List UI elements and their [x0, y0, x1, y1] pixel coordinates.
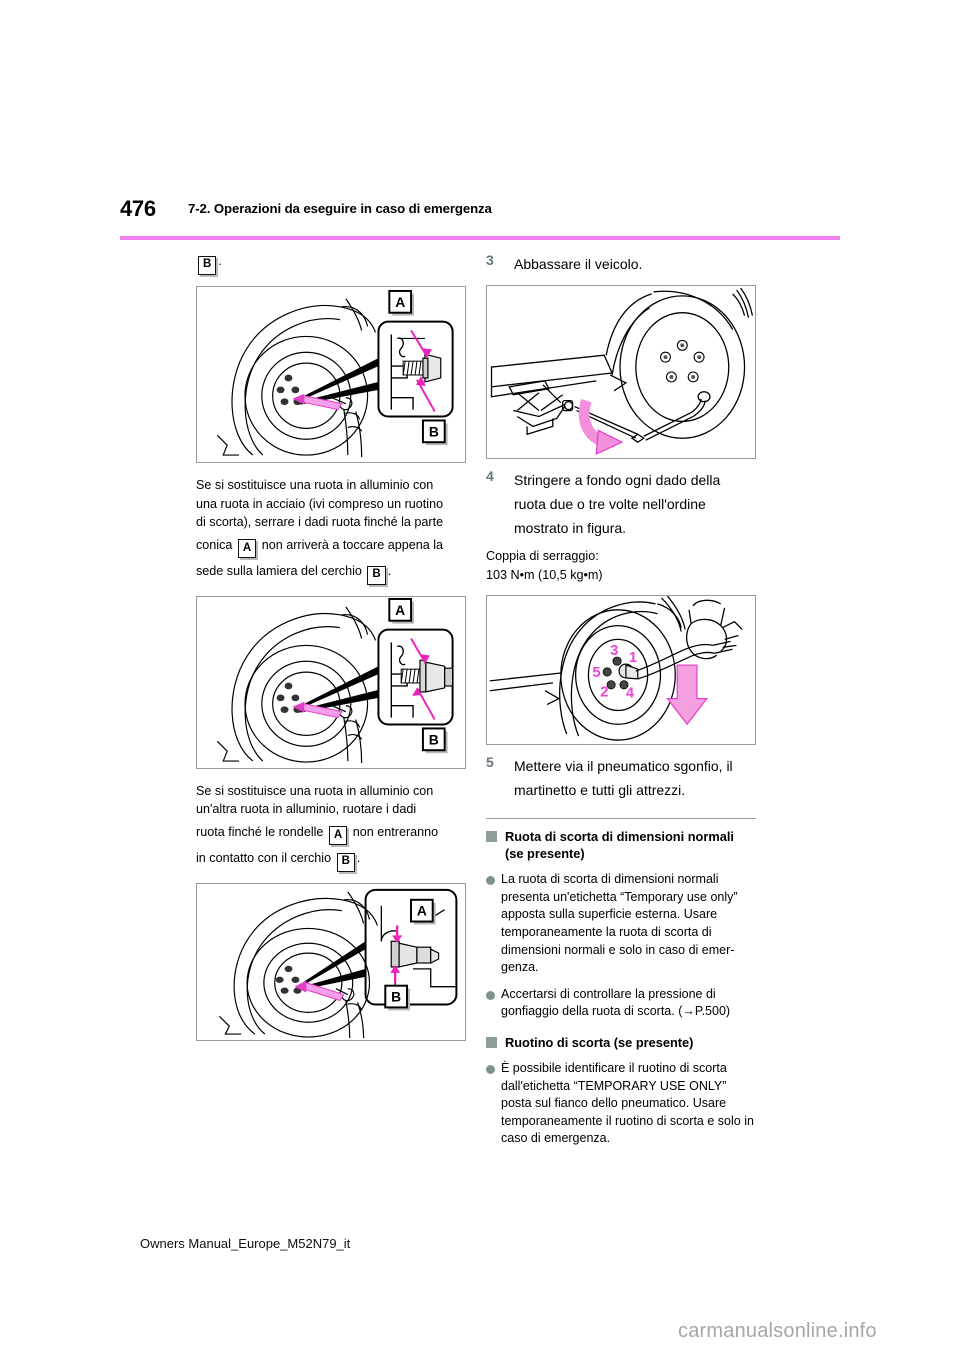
watermark: carmanualsonline.info	[678, 1320, 877, 1342]
note1-line4: conica A non arriverà a toccare appena l…	[196, 532, 466, 559]
section-heading: Ruota di scorta di dimensioni normali (s…	[486, 828, 756, 862]
section-title: 7-2. Operazioni da eseguire in caso di e…	[188, 201, 492, 216]
note1-line4-pre: conica	[196, 537, 233, 552]
lead-marker-suffix: .	[218, 254, 222, 268]
note1-line3: di scorta), serrare i dadi ruota finché …	[196, 515, 444, 530]
order-number-2: 2	[600, 685, 608, 701]
torque-spec: Coppia di serraggio: 103 N•m (10,5 kg•m)	[486, 547, 756, 584]
list-item: La ruota di scorta di dimensioni normali…	[486, 871, 756, 977]
header-divider	[120, 236, 840, 240]
note1-line1: Se si sostituisce una ruota in alluminio…	[196, 478, 434, 492]
note2-line3-pre: ruota finché le rondelle	[196, 824, 324, 839]
figure-lowering-jack	[486, 285, 756, 459]
order-number-5: 5	[592, 665, 600, 681]
order-number-4: 4	[626, 686, 635, 702]
figure-steel-wheel-nut: A B	[196, 286, 466, 463]
figure2-callout-b: B	[429, 731, 439, 747]
order-number-3: 3	[610, 643, 618, 659]
figure-alloy-wheel-nut: A B	[196, 595, 466, 769]
step-5-line1: Mettere via il pneumatico sgonfio, il	[514, 758, 733, 775]
figure2-callout-a: A	[395, 602, 405, 618]
step-4-number: 4	[486, 468, 494, 484]
order-number-1: 1	[629, 650, 637, 666]
step-5-line2: martinetto e tutti gli attrezzi.	[514, 782, 686, 799]
note1-line2: una ruota in acciaio (ivi compreso un ru…	[196, 496, 444, 511]
marker-b: B	[336, 852, 355, 872]
step-3: 3 Abbassare il veicolo.	[486, 252, 756, 276]
note1-line5-pre: sede sulla lamiera del cerchio	[196, 564, 362, 579]
step-4-line2: ruota due o tre volte nell'ordine	[514, 496, 706, 512]
figure3-callout-b: B	[391, 988, 401, 1004]
left-column: B.	[196, 252, 466, 1041]
marker-a: A	[328, 826, 348, 846]
figure-nut-seating: A B	[196, 882, 466, 1041]
step-3-number: 3	[486, 252, 494, 268]
right-column: 3 Abbassare il veicolo.	[486, 252, 756, 1148]
document-id: Owners Manual_Europe_M52N79_it	[140, 1236, 351, 1251]
step-3-text: Abbassare il veicolo.	[514, 256, 643, 272]
torque-label: Coppia di serraggio:	[486, 549, 599, 563]
figure-tightening-order: 1 2 3 4 5	[486, 595, 756, 746]
step-4: 4 Stringere a fondo ogni dado della ruot…	[486, 468, 756, 540]
step-5: 5 Mettere via il pneumatico sgonfio, il …	[486, 754, 756, 802]
page-header: 476 7-2. Operazioni da eseguire in caso …	[120, 196, 840, 240]
step-4-line1: Stringere a fondo ogni dado della	[514, 472, 721, 488]
note1-line5-post: .	[387, 564, 392, 579]
note2-line4-post: .	[356, 851, 361, 866]
section-divider	[486, 818, 756, 820]
note2-line3: ruota finché le rondelle A non entrerann…	[196, 819, 466, 846]
step-5-number: 5	[486, 754, 494, 771]
note1-line5: sede sulla lamiera del cerchio B.	[196, 558, 466, 585]
page-number: 476	[120, 196, 156, 221]
list-item: È possibile identificare il ruotino di s…	[486, 1060, 756, 1148]
section-compact-spare: Ruotino di scorta (se presente) È possib…	[486, 1034, 756, 1148]
note2-line1: Se si sostituisce una ruota in alluminio…	[196, 783, 434, 798]
step-4-line3: mostrato in figura.	[514, 520, 627, 536]
marker-a: A	[237, 539, 257, 559]
note2-line4-pre: in contatto con il cerchio	[196, 851, 332, 866]
figure1-callout-b: B	[429, 423, 439, 439]
list-item: Accertarsi di controllare la pressione d…	[486, 986, 756, 1021]
figure3-callout-a: A	[417, 903, 427, 919]
note1-line4-post: non arriverà a toccare appena la	[261, 537, 444, 552]
note-alloy-wheel: Se si sostituisce una ruota in alluminio…	[196, 782, 466, 872]
section-heading: Ruotino di scorta (se presente)	[486, 1034, 756, 1051]
marker-b: B	[367, 565, 386, 585]
torque-value: 103 N•m (10,5 kg•m)	[486, 567, 603, 582]
note-steel-wheel: Se si sostituisce una ruota in alluminio…	[196, 476, 466, 585]
note2-line3-post: non entreranno	[352, 824, 439, 839]
note2-line4: in contatto con il cerchio B.	[196, 845, 466, 872]
section-heading-line1: Ruota di scorta di dimensioni normali	[505, 829, 734, 845]
note2-line2: un'altra ruota in alluminio, ruotare i d…	[196, 802, 417, 817]
section-heading-line2: (se presente)	[505, 846, 585, 862]
marker-b: B	[198, 255, 217, 275]
figure1-callout-a: A	[395, 294, 405, 310]
lead-marker-line: B.	[196, 252, 466, 275]
section-full-size-spare: Ruota di scorta di dimensioni normali (s…	[486, 828, 756, 1021]
